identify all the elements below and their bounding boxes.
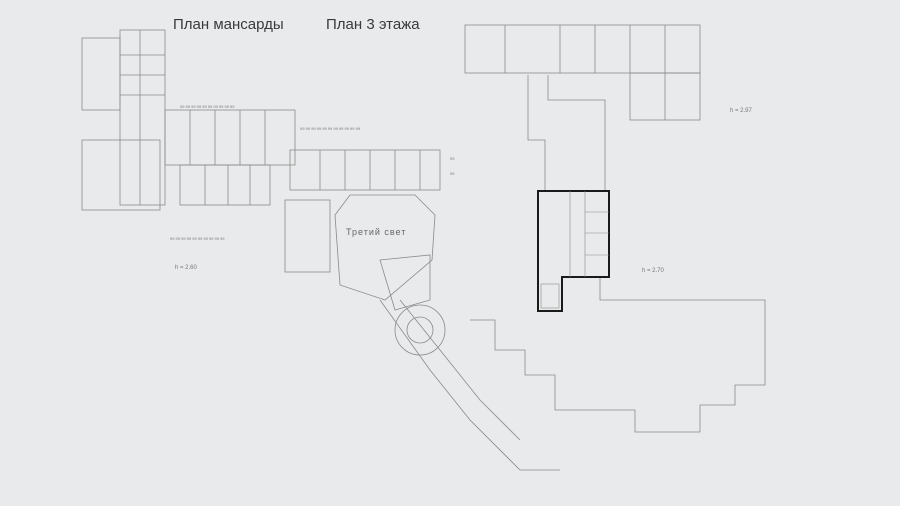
svg-text:99 99 99 99 99 99 99 99 99 99: 99 99 99 99 99 99 99 99 99 99 [170, 236, 225, 241]
room-block [284, 199, 331, 273]
floor3-plan-title: План 3 этажа [326, 16, 420, 33]
room-block [464, 24, 701, 74]
attic-plan-title: План мансарды [173, 16, 284, 33]
round-stair [394, 304, 446, 356]
height-label-mid: h = 2.70 [642, 268, 664, 274]
height-label-left: h = 2.60 [175, 265, 197, 271]
svg-text:99 99 99 99 99 99 99 99 99 99: 99 99 99 99 99 99 99 99 99 99 99 [300, 126, 361, 131]
room-tags: 99 99 99 99 99 99 99 99 99 99 99 99 99 9… [170, 104, 455, 241]
height-label-right: h = 2.97 [730, 108, 752, 114]
svg-text:99: 99 [450, 171, 455, 176]
room-block [164, 109, 296, 166]
room-block [179, 164, 271, 206]
third-light-label: Третий свет [346, 227, 407, 237]
room-block [81, 37, 121, 111]
room-block [81, 139, 161, 211]
highlighted-section[interactable] [537, 190, 610, 312]
svg-text:99 99 99 99 99 99 99 99 99 99: 99 99 99 99 99 99 99 99 99 99 [180, 104, 235, 109]
svg-text:99: 99 [450, 156, 455, 161]
building-outlines [81, 24, 766, 471]
corridor-block [119, 29, 166, 206]
room-block [289, 149, 441, 191]
third-light-atrium [334, 194, 436, 301]
